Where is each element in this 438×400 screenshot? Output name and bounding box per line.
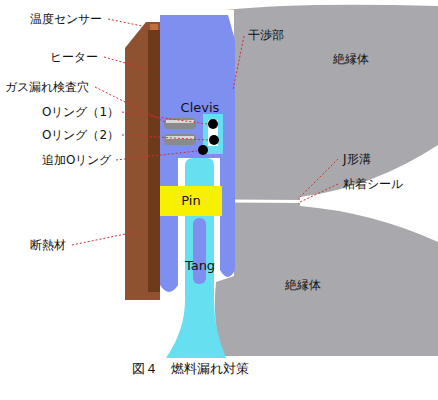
part-label: Oリング（2） [42, 127, 119, 143]
part-name: Tang [185, 258, 215, 274]
part-label: 断熱材 [30, 237, 66, 253]
o-ring [209, 135, 219, 145]
o-ring [198, 145, 208, 155]
j-slot [228, 200, 300, 204]
part-name: Pin [181, 193, 200, 209]
temperature-sensor [150, 24, 158, 30]
heater [148, 30, 160, 292]
leak-check-plug [164, 118, 196, 129]
part-label: ガス漏れ検査穴 [5, 79, 89, 95]
insulation [125, 22, 160, 300]
part-label: 干渉部 [248, 27, 284, 43]
figure-caption: 図４ 燃料漏れ対策 [132, 360, 249, 378]
part-name: Clevis [181, 100, 220, 116]
clevis-shape [160, 15, 235, 292]
part-label: ヒーター [50, 49, 98, 65]
insulator-region [215, 5, 438, 356]
part-label: Oリング（1） [42, 104, 119, 120]
part-label: 追加Oリング [42, 152, 111, 168]
part-label: J形溝 [343, 151, 371, 167]
part-region: Tang [178, 256, 222, 276]
o-ring [208, 119, 218, 129]
clevis-inner-leg [193, 218, 206, 284]
part-label: 絶縁体 [285, 277, 321, 293]
capture-gap [208, 120, 218, 146]
pin-box: Pin [160, 186, 222, 216]
part-label: 粘着シール [343, 176, 403, 192]
part-label: 絶縁体 [333, 51, 369, 67]
part-region: Clevis [172, 98, 228, 118]
part-label: 温度センサー [30, 11, 102, 27]
